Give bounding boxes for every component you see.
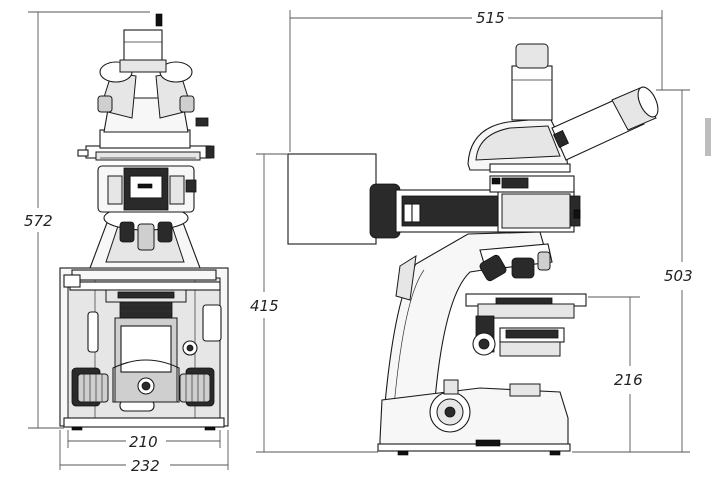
front-illuminator xyxy=(112,299,180,403)
dim-label-232: 232 xyxy=(131,457,160,475)
dim-label-515: 515 xyxy=(476,9,505,27)
dim-label-415: 415 xyxy=(250,297,279,315)
front-focus-knobs xyxy=(71,304,222,407)
front-camera-tube xyxy=(119,13,167,73)
side-dimensions xyxy=(256,10,690,453)
front-dimensions xyxy=(28,11,229,470)
front-stage xyxy=(63,274,221,303)
side-stage xyxy=(465,293,587,357)
side-nosepiece xyxy=(479,243,553,282)
dim-label-210: 210 xyxy=(129,433,158,451)
side-eyepiece-tube xyxy=(551,86,659,161)
front-eyepieces xyxy=(97,61,195,119)
side-camera-tube xyxy=(511,43,553,121)
dim-label-503: 503 xyxy=(664,267,693,285)
front-plate xyxy=(77,145,215,161)
dim-label-216: 216 xyxy=(614,371,643,389)
side-lamp-housing xyxy=(287,153,401,245)
side-analyzer xyxy=(489,175,575,193)
side-base xyxy=(377,379,571,456)
side-view xyxy=(256,10,690,456)
side-illuminator xyxy=(395,189,581,233)
page-edge-tab xyxy=(705,118,711,156)
front-analyzer-housing xyxy=(97,165,197,213)
dim-label-572: 572 xyxy=(24,212,53,230)
front-view xyxy=(28,11,229,470)
side-head xyxy=(467,117,571,173)
